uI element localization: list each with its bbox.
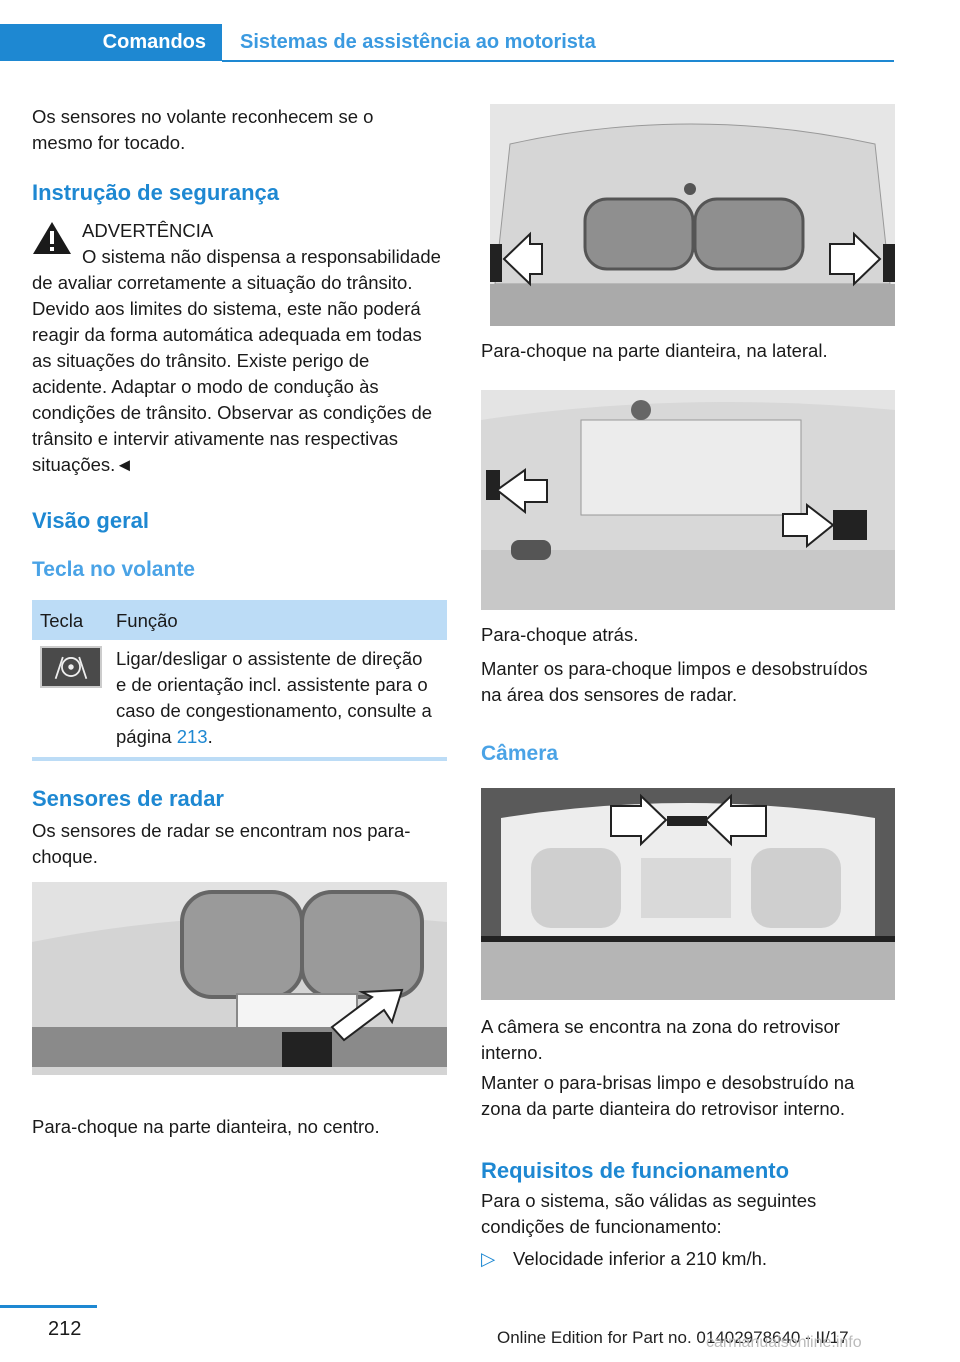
intro-text: Os sensores no volante reconhecem se o m… [32,106,374,153]
table-row-function: Ligar/desligar o assistente de direção e… [116,646,436,750]
front-bumper-center-figure [32,882,447,1075]
table-row-end: . [207,726,213,747]
key-heading: Tecla no volante [32,558,195,581]
table-end-rule [32,757,447,761]
table-row-text: Ligar/desligar o assistente de direção e… [116,648,432,747]
table-col-key: Tecla [40,610,84,631]
footer-rule [0,1305,97,1308]
requirements-text: Para o sistema, são válidas as seguintes… [481,1190,817,1237]
requirement-item: Velocidade inferior a 210 km/h. [513,1248,768,1269]
radar-heading: Sensores de radar [32,786,224,811]
steering-assist-key-icon [40,646,102,688]
bullet-triangle-icon: ▷ [481,1248,496,1269]
safety-heading: Instrução de segurança [32,180,279,205]
page-number: 212 [48,1318,82,1340]
warning-body: O sistema não dispensa a responsabilidad… [32,246,441,475]
table-col-function: Função [116,610,178,631]
figure-caption-front-center: Para-choque na parte dianteira, no centr… [32,1116,380,1137]
overview-heading: Visão geral [32,508,149,533]
keep-clean-text: Manter os para-choque limpos e desobstru… [481,658,868,705]
watermark: carmanualsonline.info [706,1334,862,1351]
page-link[interactable]: 213 [176,726,208,747]
warning-title: ADVERTÊNCIA [82,220,214,241]
figure-caption-front-side: Para-choque na parte dianteira, na later… [481,340,828,361]
camera-figure [481,788,895,1000]
figure-caption-rear: Para-choque atrás. [481,624,639,645]
camera-heading: Câmera [481,742,559,765]
chapter-tab: Comandos [0,24,222,61]
rear-bumper-figure [481,390,895,610]
camera-clean-text: Manter o para-brisas limpo e desobstruíd… [481,1072,855,1119]
table-header: Tecla Função [32,600,447,640]
warning-icon [32,220,72,256]
edition-text: Online Edition for Part no. 01402978640 … [497,1328,849,1347]
radar-text: Os sensores de radar se encontram nos pa… [32,820,411,867]
front-bumper-side-figure [490,104,895,326]
section-tab: Sistemas de assistência ao motorista [240,31,596,53]
header-rule [222,60,894,62]
requirements-heading: Requisitos de funcionamento [481,1158,790,1183]
camera-location-text: A câmera se encontra na zona do retrovis… [481,1016,840,1063]
chapter-tab-label: Comandos [102,31,206,53]
